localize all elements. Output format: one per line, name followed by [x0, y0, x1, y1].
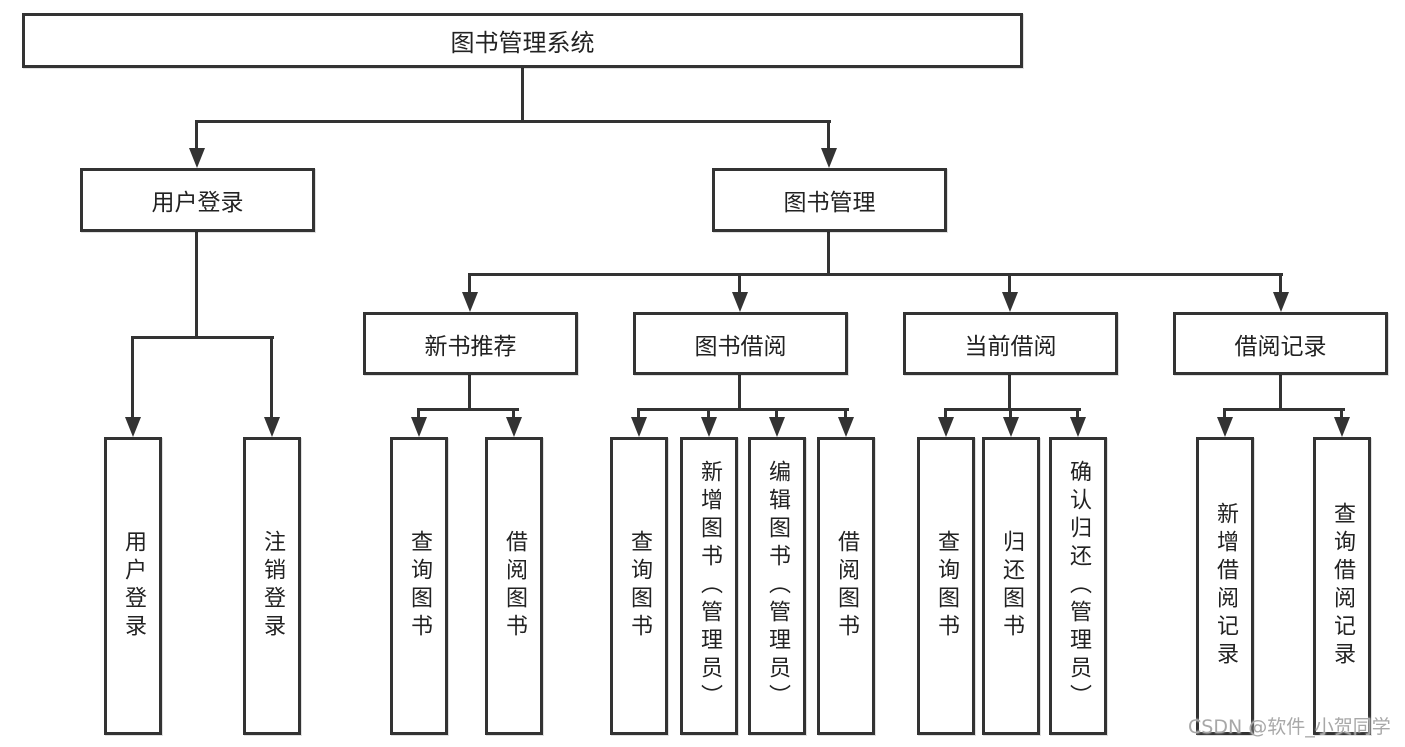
node-new-book-recommend: 新书推荐 — [363, 312, 578, 375]
leaf-borrow-books-recommend: 借阅图书 — [485, 437, 543, 735]
connector-line — [468, 375, 471, 408]
leaf-return-books: 归还图书 — [982, 437, 1040, 735]
connector-line — [944, 408, 1081, 411]
connector-line — [1008, 375, 1011, 408]
leaf-query-borrow-record: 查询借阅记录 — [1313, 437, 1371, 735]
node-user-login: 用户登录 — [80, 168, 315, 232]
leaf-logout: 注销登录 — [243, 437, 301, 735]
connector-line — [1279, 375, 1282, 408]
node-current-borrow: 当前借阅 — [903, 312, 1118, 375]
connector-line — [1279, 273, 1282, 293]
arrow-down-icon — [462, 292, 478, 312]
connector-line — [468, 273, 1283, 276]
arrow-down-icon — [769, 417, 785, 437]
connector-line — [512, 408, 515, 420]
leaf-borrow-books: 借阅图书 — [817, 437, 875, 735]
leaf-label: 确认归还（管理员） — [1066, 460, 1091, 712]
leaf-label: 注销登录 — [260, 530, 285, 642]
node-label: 当前借阅 — [964, 333, 1057, 360]
arrow-down-icon — [1273, 292, 1289, 312]
connector-line — [195, 120, 198, 150]
arrow-down-icon — [264, 417, 280, 437]
connector-line — [270, 336, 273, 418]
connector-line — [1008, 273, 1011, 293]
node-book-borrow: 图书借阅 — [633, 312, 848, 375]
watermark: CSDN @软件_小贺同学 — [1188, 716, 1391, 738]
node-label: 用户登录 — [151, 190, 244, 216]
leaf-label: 用户登录 — [121, 530, 146, 642]
leaf-user-login: 用户登录 — [104, 437, 162, 735]
connector-line — [468, 273, 471, 293]
connector-line — [738, 273, 741, 293]
arrow-down-icon — [189, 148, 205, 168]
leaf-label: 查询图书 — [627, 530, 652, 642]
leaf-add-books-admin: 新增图书（管理员） — [680, 437, 738, 735]
connector-line — [417, 408, 420, 420]
connector-line — [944, 408, 947, 420]
leaf-edit-books-admin: 编辑图书（管理员） — [748, 437, 806, 735]
arrow-down-icon — [838, 417, 854, 437]
connector-line — [195, 232, 198, 336]
leaf-label: 借阅图书 — [502, 530, 527, 642]
connector-line — [417, 408, 519, 411]
connector-line — [775, 408, 778, 420]
arrow-down-icon — [411, 417, 427, 437]
arrow-down-icon — [821, 148, 837, 168]
connector-line — [707, 408, 710, 420]
node-label: 图书借阅 — [694, 333, 787, 360]
connector-line — [827, 232, 830, 273]
leaf-label: 编辑图书（管理员） — [765, 460, 790, 712]
leaf-label: 借阅图书 — [834, 530, 859, 642]
connector-line — [1076, 408, 1079, 420]
connector-line — [131, 336, 134, 418]
arrow-down-icon — [938, 417, 954, 437]
connector-line — [637, 408, 640, 420]
connector-line — [1340, 408, 1343, 420]
arrow-down-icon — [732, 292, 748, 312]
node-label: 图书管理 — [783, 190, 876, 216]
connector-line — [827, 120, 830, 150]
leaf-query-books-recommend: 查询图书 — [390, 437, 448, 735]
leaf-label: 查询借阅记录 — [1330, 502, 1355, 670]
leaf-label: 查询图书 — [934, 530, 959, 642]
leaf-label: 查询图书 — [407, 530, 432, 642]
connector-line — [844, 408, 847, 420]
connector-line — [521, 68, 524, 120]
node-borrow-records: 借阅记录 — [1173, 312, 1388, 375]
arrow-down-icon — [1217, 417, 1233, 437]
arrow-down-icon — [631, 417, 647, 437]
leaf-label: 归还图书 — [999, 530, 1024, 642]
node-root: 图书管理系统 — [22, 13, 1023, 68]
arrow-down-icon — [1334, 417, 1350, 437]
connector-line — [1223, 408, 1345, 411]
connector-line — [738, 375, 741, 408]
arrow-down-icon — [125, 417, 141, 437]
node-label: 图书管理系统 — [450, 29, 595, 57]
arrow-down-icon — [506, 417, 522, 437]
arrow-down-icon — [1070, 417, 1086, 437]
node-label: 新书推荐 — [424, 333, 517, 360]
leaf-query-books-borrow: 查询图书 — [610, 437, 668, 735]
connector-line — [1223, 408, 1226, 420]
leaf-query-books-current: 查询图书 — [917, 437, 975, 735]
node-label: 借阅记录 — [1234, 333, 1327, 360]
node-book-management: 图书管理 — [712, 168, 947, 232]
leaf-add-borrow-record: 新增借阅记录 — [1196, 437, 1254, 735]
leaf-confirm-return-admin: 确认归还（管理员） — [1049, 437, 1107, 735]
connector-line — [195, 120, 831, 123]
arrow-down-icon — [1002, 292, 1018, 312]
leaf-label: 新增借阅记录 — [1213, 502, 1238, 670]
arrow-down-icon — [1003, 417, 1019, 437]
connector-line — [131, 336, 274, 339]
leaf-label: 新增图书（管理员） — [697, 460, 722, 712]
connector-line — [1009, 408, 1012, 420]
arrow-down-icon — [701, 417, 717, 437]
connector-line — [637, 408, 849, 411]
